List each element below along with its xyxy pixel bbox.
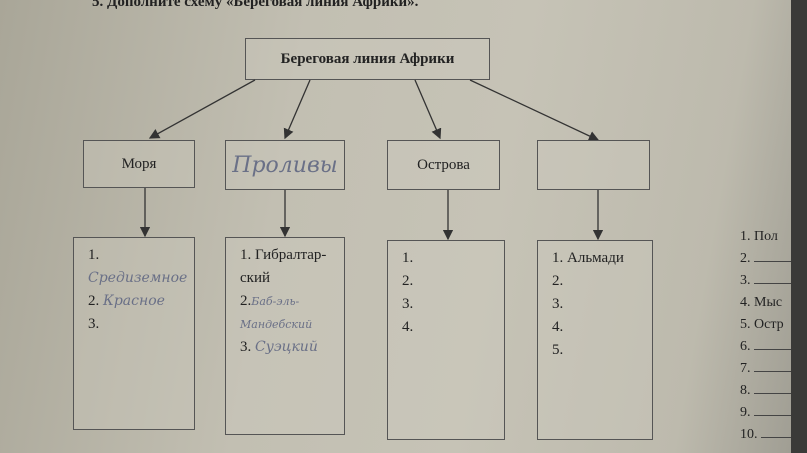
right-column-list: 1. Пол 2. 3. 4. Мыс 5. Остр 6. 7. 8. 9. … — [740, 226, 801, 446]
answer-line — [754, 359, 794, 372]
list-item: 9. — [740, 402, 801, 424]
list-islands: 1. 2. 3. 4. — [387, 240, 505, 440]
handwritten-answer: Суэцкий — [255, 339, 318, 355]
item-number: 9. — [740, 405, 751, 420]
item-number: 2. — [740, 251, 751, 266]
list-item: 3. Суэцкий — [240, 336, 344, 359]
list-seas: 1. Средиземное 2. Красное 3. — [73, 237, 195, 430]
item-number: 6. — [740, 339, 751, 354]
answer-line — [754, 249, 794, 262]
list-item: 2. — [740, 248, 801, 270]
item-number: 3. — [88, 316, 100, 332]
category-empty[interactable] — [537, 140, 650, 190]
list-item: 1. Альмади — [552, 250, 624, 266]
list-item: 7. — [740, 358, 801, 380]
list-item: 2. — [402, 273, 414, 289]
answer-line — [754, 271, 794, 284]
category-seas: Моря — [83, 140, 195, 188]
list-item: 1. Гибралтар-ский — [240, 247, 327, 286]
list-item: 3. — [552, 296, 564, 312]
arrow-islands — [414, 79, 442, 140]
page-edge-shadow — [791, 0, 807, 453]
item-number: 2. — [240, 293, 252, 309]
list-empty-category: 1. Альмади 2. 3. 4. 5. — [537, 240, 653, 440]
list-item: 4. Мыс — [740, 295, 783, 310]
list-item: 1. — [402, 250, 414, 266]
arrow-empty — [469, 79, 600, 141]
handwritten-answer: Средиземное — [88, 270, 188, 286]
list-item: 8. — [740, 380, 801, 402]
answer-line — [754, 381, 794, 394]
arrow-straits — [283, 79, 311, 140]
category-islands: Острова — [387, 140, 500, 190]
list-item: 2.Баб-эль-Мандебский — [240, 290, 344, 336]
handwritten-answer: Баб-эль-Мандебский — [240, 295, 313, 331]
list-item: 10. — [740, 424, 801, 446]
list-item: 3. — [740, 270, 801, 292]
answer-line — [754, 403, 794, 416]
item-number: 2. — [88, 293, 100, 309]
arrow-seas — [148, 79, 256, 139]
item-number: 3. — [740, 273, 751, 288]
list-item: 2. — [552, 273, 564, 289]
list-item: 4. — [402, 319, 414, 335]
list-item: 6. — [740, 336, 801, 358]
root-box: Береговая линия Африки — [245, 38, 490, 80]
list-item: 3. — [402, 296, 414, 312]
item-number: 7. — [740, 361, 751, 376]
list-item: 1. Средиземное — [88, 244, 194, 290]
list-item: 1. Пол — [740, 229, 778, 244]
list-item: 2. Красное — [88, 290, 194, 313]
item-number: 3. — [240, 339, 252, 355]
list-item: 5. Остр — [740, 317, 784, 332]
item-number: 1. — [88, 247, 100, 263]
item-number: 10. — [740, 427, 758, 442]
list-item: 3. — [88, 313, 194, 336]
item-number: 8. — [740, 383, 751, 398]
category-straits: Проливы — [225, 140, 345, 190]
handwritten-answer: Красное — [103, 293, 165, 309]
list-straits: 1. Гибралтар-ский 2.Баб-эль-Мандебский 3… — [225, 237, 345, 435]
task-title: 5. Дополните схему «Береговая линия Афри… — [92, 0, 419, 10]
answer-line — [754, 337, 794, 350]
list-item: 4. — [552, 319, 564, 335]
list-item: 5. — [552, 342, 564, 358]
answer-line — [761, 425, 801, 438]
